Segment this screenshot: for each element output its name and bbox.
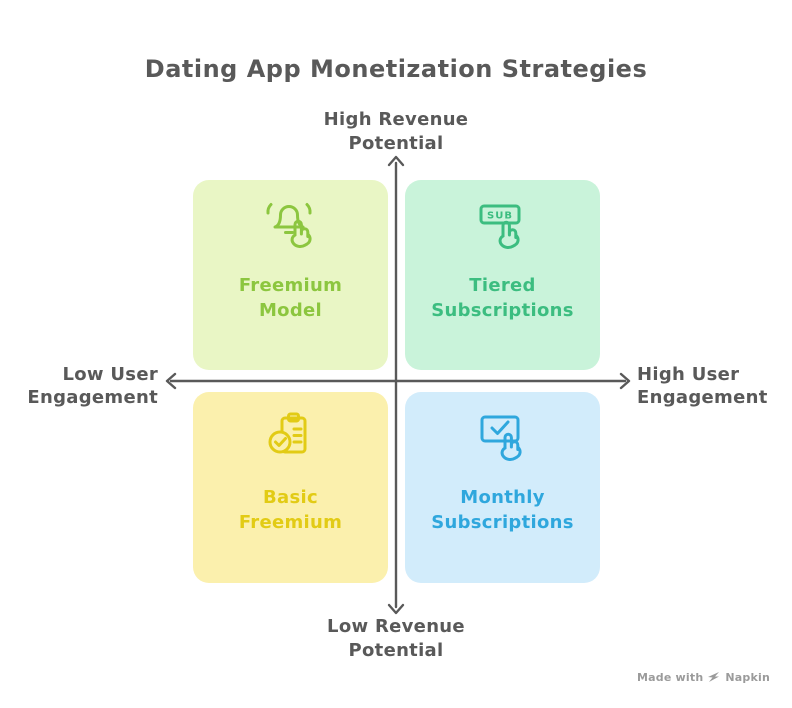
- quadrant-label: Freemium Model: [238, 275, 343, 321]
- notification-bell-tap-icon: [261, 196, 321, 252]
- axis-label-right-line2: Engagement: [637, 387, 768, 408]
- axis-label-right-line1: High User: [637, 364, 740, 385]
- sub-button-tap-icon: SUB: [473, 196, 533, 252]
- page-title: Dating App Monetization Strategies: [144, 55, 648, 83]
- clipboard-check-icon: [261, 408, 321, 464]
- arrowhead-left-icon: [165, 372, 177, 390]
- axis-label-bottom-line2: Potential: [348, 640, 444, 661]
- arrowhead-right-icon: [619, 372, 631, 390]
- quadrant-label: Monthly Subscriptions: [431, 487, 574, 533]
- axis-label-bottom: Low Revenue Potential: [0, 615, 792, 663]
- tap-check-icon: [473, 408, 533, 464]
- quadrant-card-tiered-subscriptions: SUB Tiered Subscriptions: [405, 180, 600, 370]
- axis-label-top: High Revenue Potential: [0, 108, 792, 156]
- watermark-text: Made with: [637, 670, 704, 684]
- axis-label-top-line1: High Revenue: [323, 109, 469, 130]
- quadrant-label: Basic Freemium: [238, 487, 343, 533]
- arrowhead-down-icon: [387, 603, 405, 615]
- quadrant-label: Tiered Subscriptions: [431, 275, 574, 321]
- axis-label-top-line2: Potential: [348, 133, 444, 154]
- quadrant-card-monthly-subscriptions: Monthly Subscriptions: [405, 392, 600, 583]
- axis-label-left-line2: Engagement: [27, 387, 158, 408]
- made-with-napkin-watermark: Made with Napkin: [637, 669, 770, 685]
- watermark-brand: Napkin: [725, 670, 770, 684]
- axis-label-right: High User Engagement: [637, 363, 787, 409]
- napkin-logo-icon: [708, 672, 720, 682]
- arrowhead-up-icon: [387, 155, 405, 167]
- axis-label-left: Low User Engagement: [18, 363, 158, 409]
- axis-label-left-line1: Low User: [62, 364, 158, 385]
- quadrant-card-basic-freemium: Basic Freemium: [193, 392, 388, 583]
- quadrant-card-freemium-model: Freemium Model: [193, 180, 388, 370]
- sub-button-text: SUB: [487, 211, 513, 222]
- axis-label-bottom-line1: Low Revenue: [327, 616, 465, 637]
